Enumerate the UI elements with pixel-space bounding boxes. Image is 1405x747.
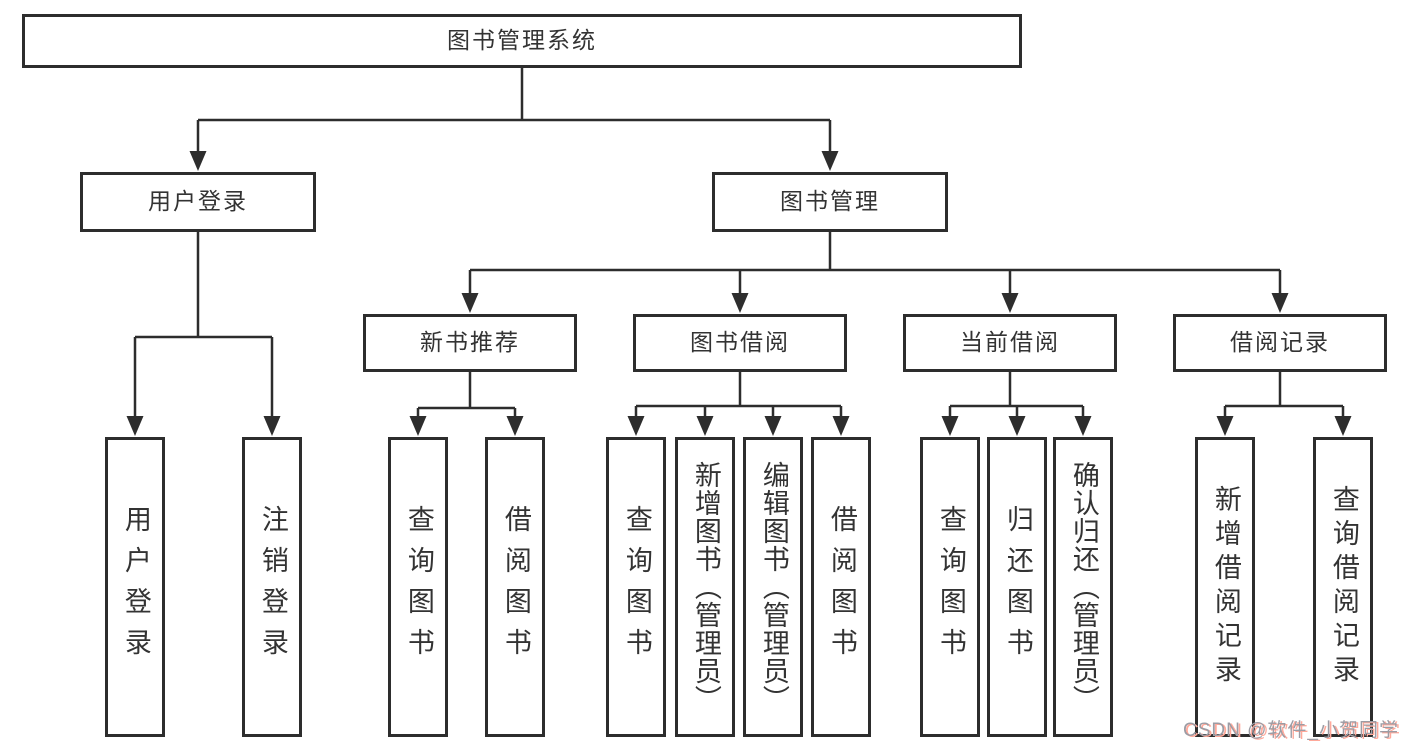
- leaf-query-record-node: 查询借阅记录: [1313, 437, 1373, 737]
- arrowhead-down-icon: [1334, 416, 1352, 436]
- leaf-add-record-node: 新增借阅记录: [1195, 437, 1255, 737]
- book-management-node: 图书管理: [712, 172, 948, 232]
- leaf-add-book-node: 新增图书（管理员）: [675, 437, 735, 737]
- arrowhead-down-icon: [696, 416, 714, 436]
- user-login-node: 用户登录: [80, 172, 316, 232]
- leaf-user-login-node: 用户登录: [105, 437, 165, 737]
- leaf-confirm-return-node: 确认归还（管理员）: [1053, 437, 1113, 737]
- arrowhead-down-icon: [941, 416, 959, 436]
- root-system-node: 图书管理系统: [22, 14, 1022, 68]
- new-book-recommend-node: 新书推荐: [363, 314, 577, 372]
- leaf-borrow-book-b-node: 借阅图书: [811, 437, 871, 737]
- arrowhead-down-icon: [627, 416, 645, 436]
- leaf-query-book-c-node: 查询图书: [920, 437, 980, 737]
- arrowhead-down-icon: [1271, 293, 1289, 313]
- arrowhead-down-icon: [764, 416, 782, 436]
- current-borrowing-node: 当前借阅: [903, 314, 1117, 372]
- leaf-return-book-node: 归还图书: [987, 437, 1047, 737]
- borrowing-records-node: 借阅记录: [1173, 314, 1387, 372]
- arrowhead-down-icon: [1001, 293, 1019, 313]
- arrowhead-down-icon: [189, 151, 207, 171]
- watermark: CSDN @软件_小贺同学: [1183, 720, 1399, 741]
- arrowhead-down-icon: [1008, 416, 1026, 436]
- arrowhead-down-icon: [263, 416, 281, 436]
- book-borrowing-node: 图书借阅: [633, 314, 847, 372]
- leaf-logout-node: 注销登录: [242, 437, 302, 737]
- arrowhead-down-icon: [506, 416, 524, 436]
- leaf-borrow-book-a-node: 借阅图书: [485, 437, 545, 737]
- arrowhead-down-icon: [1216, 416, 1234, 436]
- arrowhead-down-icon: [832, 416, 850, 436]
- arrowhead-down-icon: [409, 416, 427, 436]
- arrowhead-down-icon: [1074, 416, 1092, 436]
- arrowhead-down-icon: [126, 416, 144, 436]
- arrowhead-down-icon: [461, 293, 479, 313]
- arrowhead-down-icon: [731, 293, 749, 313]
- leaf-edit-book-node: 编辑图书（管理员）: [743, 437, 803, 737]
- leaf-query-book-b-node: 查询图书: [606, 437, 666, 737]
- arrowhead-down-icon: [821, 151, 839, 171]
- leaf-query-book-a-node: 查询图书: [388, 437, 448, 737]
